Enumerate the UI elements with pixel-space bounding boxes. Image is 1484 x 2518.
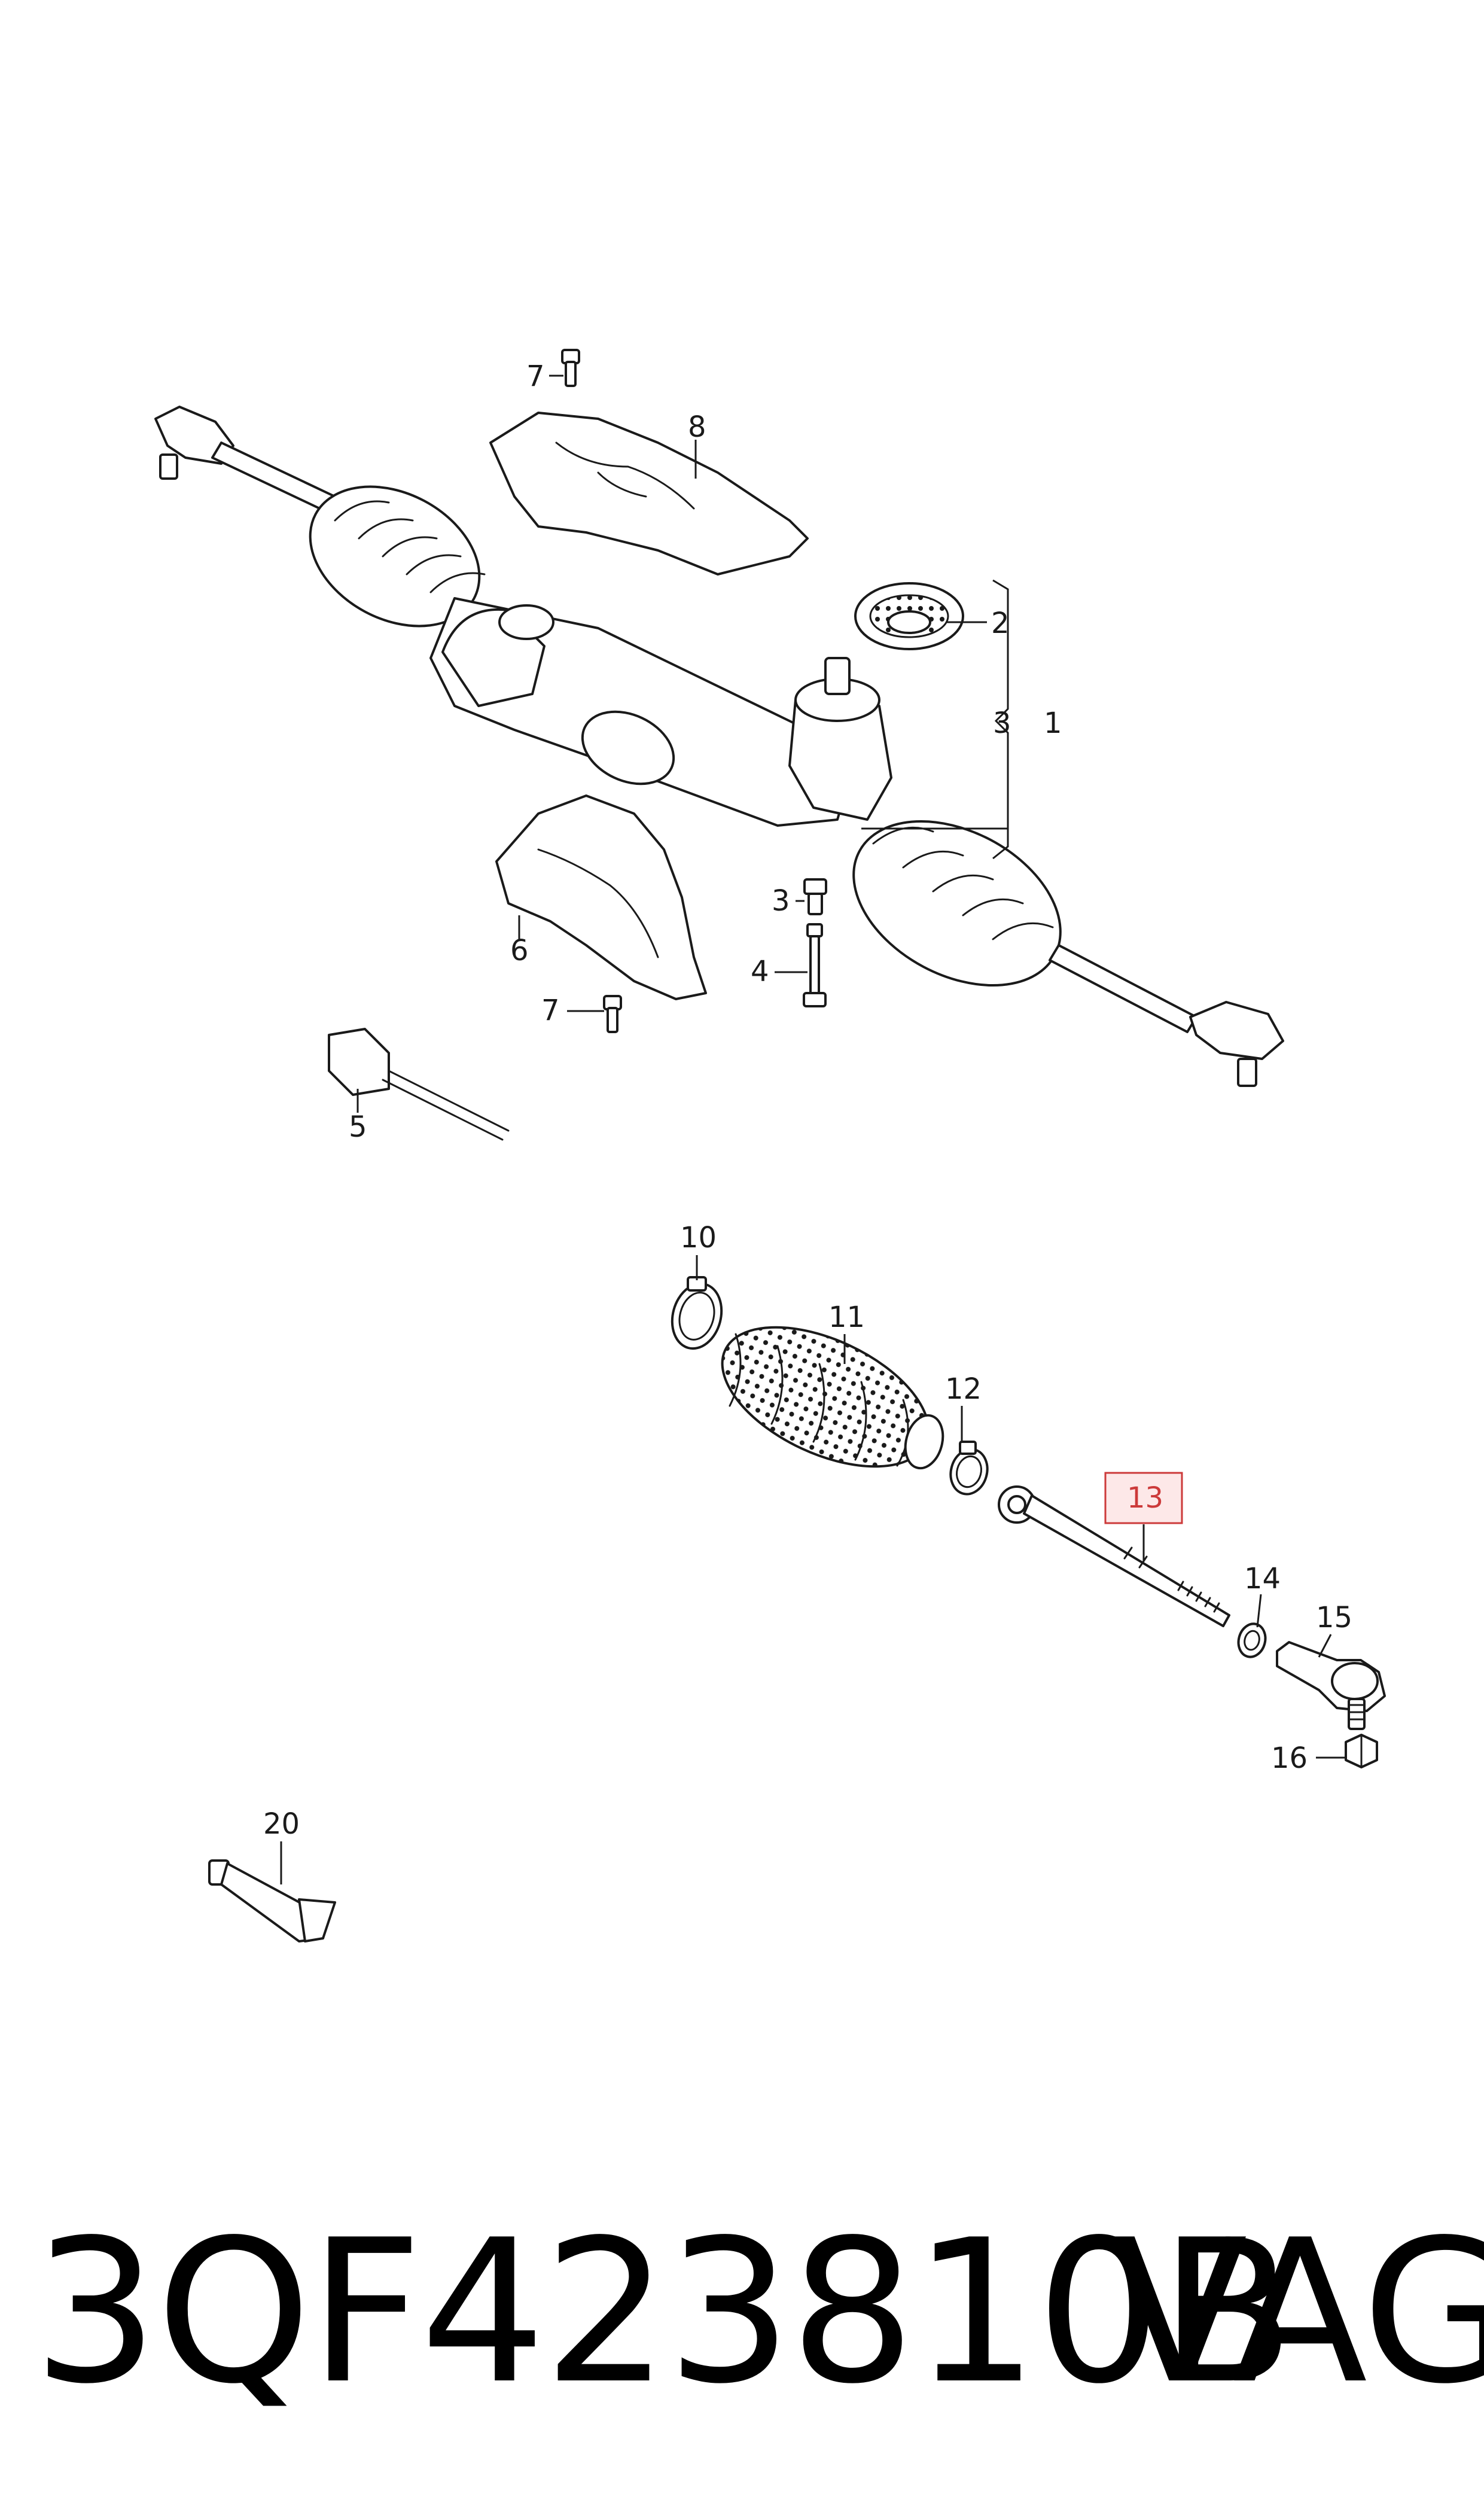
lock-nut	[1237, 1622, 1267, 1658]
bolt-long	[803, 923, 827, 1007]
callout-7-lower: 7	[541, 994, 560, 1027]
steering-rack-assembly	[154, 406, 1284, 1087]
callout-4: 4	[751, 955, 769, 988]
callout-16: 16	[1271, 1741, 1308, 1775]
steering-rack-exploded-diagram: 7 8 2 3 1 3 4 6 7 5 10 11 12 13 14 15 16…	[154, 349, 1386, 1942]
callout-8: 8	[688, 410, 706, 444]
callout-3: 3	[772, 884, 790, 918]
callout-3-bracket: 3	[993, 707, 1011, 740]
callout-1: 1	[1044, 707, 1062, 740]
damper-ring	[854, 582, 964, 650]
callout-10: 10	[680, 1221, 717, 1255]
boot-clamp-large	[671, 1276, 723, 1350]
callout-13: 13	[1127, 1481, 1163, 1515]
callout-2: 2	[991, 607, 1010, 640]
callout-12: 12	[945, 1372, 982, 1406]
outer-tie-rod-end	[1276, 1641, 1386, 1730]
callout-7-upper: 7	[526, 360, 545, 393]
boot-clamp-small	[949, 1441, 989, 1496]
bolt-lower-small	[603, 995, 622, 1033]
bolt-short	[803, 878, 827, 915]
callout-labels: 7 8 2 3 1 3 4 6 7 5 10 11 12 13 14 15 16…	[263, 360, 1352, 1841]
heat-shield-upper	[489, 412, 809, 576]
grease-tube	[208, 1859, 336, 1942]
sensor-connector	[328, 1028, 510, 1141]
heat-shield-lower	[495, 794, 707, 1000]
callout-5: 5	[349, 1110, 367, 1144]
callout-14: 14	[1244, 1562, 1281, 1596]
steering-boot	[721, 1326, 944, 1470]
callout-11: 11	[828, 1301, 865, 1334]
bolt-upper-small	[561, 349, 580, 387]
callout-15: 15	[1316, 1601, 1352, 1634]
part-number: 3QF423810B	[33, 2197, 1295, 2427]
brand-label: VAG	[1113, 2197, 1484, 2427]
hex-nut	[1345, 1734, 1378, 1768]
lead-lines	[280, 374, 1346, 1884]
inner-tie-rod	[998, 1485, 1230, 1627]
callout-13-highlight-box	[1104, 1472, 1183, 1524]
callout-6: 6	[510, 934, 529, 967]
callout-20: 20	[263, 1807, 300, 1841]
